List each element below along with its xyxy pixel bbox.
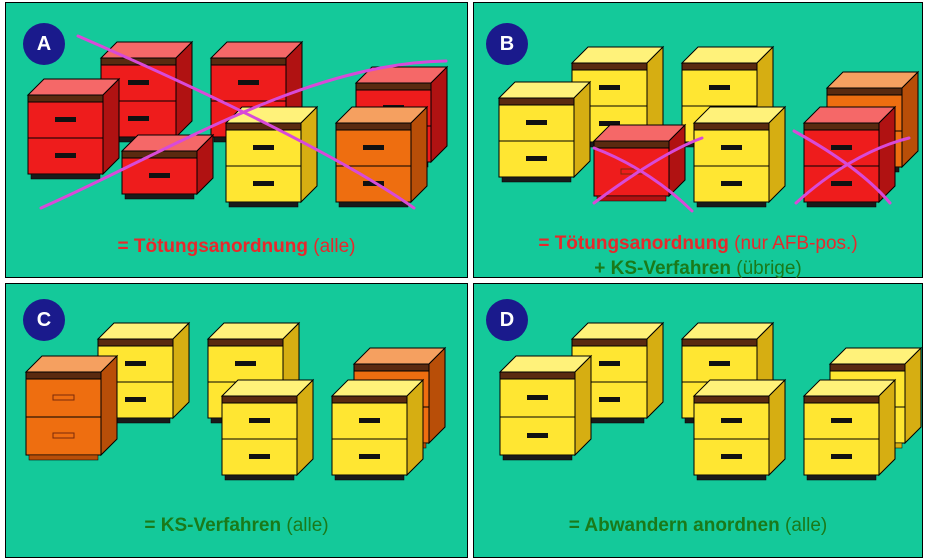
hive-b-front-red bbox=[802, 105, 897, 208]
panel-a-caption-rest: (alle) bbox=[308, 236, 356, 257]
panel-b-line2-rest: (übrige) bbox=[731, 258, 802, 279]
cross-b-3 bbox=[792, 129, 892, 205]
cross-b-2 bbox=[592, 136, 704, 205]
panel-a: A = Tötungsanordnung (alle) bbox=[5, 2, 468, 278]
hive-d-front-mid bbox=[692, 378, 787, 481]
panel-b-caption-line2: + KS-Verfahren (übrige) bbox=[474, 256, 922, 281]
panel-d: D = Abwandern anordnen (alle) bbox=[473, 283, 923, 558]
panel-b-badge: B bbox=[486, 23, 528, 65]
panel-a-hives bbox=[26, 34, 449, 210]
panel-c-caption: = KS-Verfahren (alle) bbox=[6, 513, 467, 538]
panel-c-badge: C bbox=[23, 299, 65, 341]
hive-c-front-left bbox=[24, 354, 119, 461]
hive-c-front-right bbox=[330, 378, 425, 481]
panel-d-caption-rest: (alle) bbox=[779, 515, 828, 536]
panel-d-hives bbox=[498, 321, 923, 481]
panel-b-line1-rest: (nur AFB-pos.) bbox=[728, 233, 858, 254]
panel-d-badge: D bbox=[486, 299, 528, 341]
hive-b-small-red bbox=[592, 123, 687, 202]
panel-c: C = KS-Verfahren (alle) bbox=[5, 283, 468, 558]
cross-b-4 bbox=[794, 136, 911, 205]
panel-b: B = Tötungsanordnung (nur AFB-pos.) + KS… bbox=[473, 2, 923, 281]
hive-a-front-yellow bbox=[224, 105, 319, 208]
panel-c-hives bbox=[24, 321, 447, 481]
panel-c-caption-rest: (alle) bbox=[281, 515, 329, 536]
panel-c-caption-bold: = KS-Verfahren bbox=[144, 515, 282, 536]
panel-b-line2-bold: + KS-Verfahren bbox=[594, 258, 731, 279]
hive-a-small bbox=[120, 133, 215, 200]
hive-d-front-right bbox=[802, 378, 897, 481]
hive-d-front-left bbox=[498, 354, 593, 461]
panel-b-caption-line1: = Tötungsanordnung (nur AFB-pos.) bbox=[474, 231, 922, 256]
panel-b-hives bbox=[497, 45, 920, 213]
panel-a-caption-bold: = Tötungsanordnung bbox=[117, 236, 308, 257]
panel-d-caption: = Abwandern anordnen (alle) bbox=[474, 513, 922, 538]
hive-a-front-left bbox=[26, 77, 121, 180]
panel-b-line1-bold: = Tötungsanordnung bbox=[538, 233, 729, 254]
hive-a-front-orange bbox=[334, 105, 429, 208]
hive-b-front-yellow bbox=[692, 105, 787, 208]
hive-b-front-left bbox=[497, 80, 592, 183]
cross-a-2 bbox=[39, 59, 448, 210]
panel-a-caption: = Tötungsanordnung (alle) bbox=[6, 234, 467, 259]
panel-a-badge: A bbox=[23, 23, 65, 65]
cross-a-1 bbox=[76, 34, 416, 210]
cross-b-1 bbox=[592, 146, 694, 213]
panel-d-caption-bold: = Abwandern anordnen bbox=[568, 515, 780, 536]
panel-b-caption: = Tötungsanordnung (nur AFB-pos.) + KS-V… bbox=[474, 231, 922, 281]
hive-c-front-mid bbox=[220, 378, 315, 481]
